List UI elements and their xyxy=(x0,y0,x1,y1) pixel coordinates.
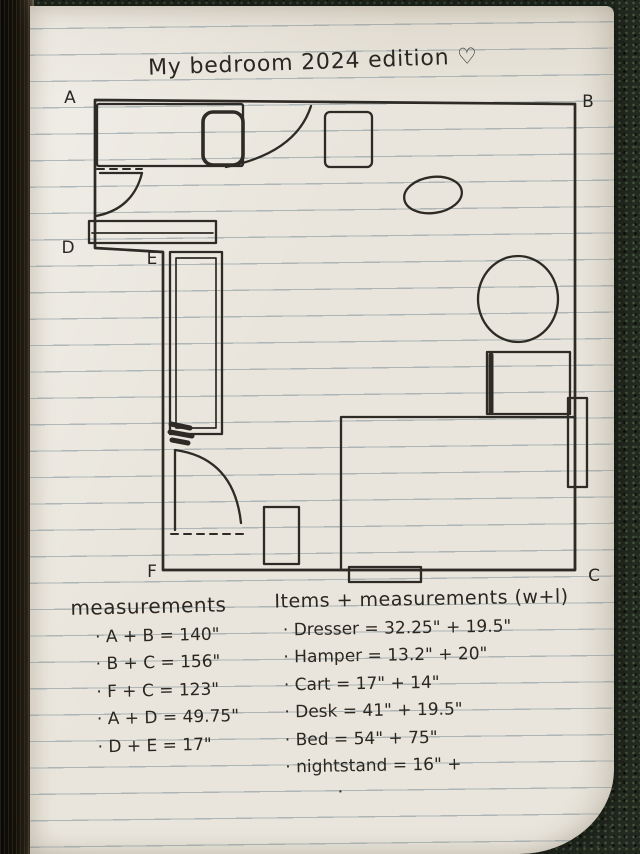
corner-label-d: D xyxy=(61,238,75,258)
floor-mat xyxy=(347,565,423,584)
door-swing-top-left xyxy=(94,171,144,218)
measurement-item: · A + B = 140" xyxy=(94,624,220,648)
notebook-page: My bedroom 2024 edition ♡ xyxy=(30,6,614,854)
measurements-heading: measurements xyxy=(70,592,227,620)
small-bin xyxy=(262,505,301,566)
measurement-item: · F + C = 123" xyxy=(96,679,220,703)
desk-inner-line xyxy=(175,257,217,429)
measurements-section: measurements · A + B = 140" · B + C = 15… xyxy=(70,592,240,762)
door-swing-lower xyxy=(173,448,243,525)
corner-label-e: E xyxy=(146,249,158,269)
desk xyxy=(168,250,224,436)
shelf xyxy=(87,219,218,245)
nightstand xyxy=(485,350,572,416)
wall-fixture xyxy=(566,396,589,489)
corner-label-b: B xyxy=(582,92,594,112)
items-heading: Items + measurements (w+l) xyxy=(274,585,569,613)
hamper xyxy=(323,110,374,169)
measurement-item: · D + E = 17" xyxy=(97,734,212,757)
desk-scribble xyxy=(167,421,195,446)
notebook-spine-edge xyxy=(0,0,34,854)
measurement-item: · B + C = 156" xyxy=(95,651,221,675)
door-swing-closet xyxy=(224,104,313,169)
items-section: Items + measurements (w+l) · Dresser = 3… xyxy=(274,585,572,797)
bed xyxy=(339,415,577,572)
floorplan-drawing xyxy=(87,98,589,584)
corner-label-a: A xyxy=(64,88,76,108)
measurement-item: · A + D = 49.75" xyxy=(96,706,240,730)
cart xyxy=(403,175,463,215)
room-outline xyxy=(93,98,577,572)
corner-label-f: F xyxy=(147,562,157,582)
chair xyxy=(476,254,560,344)
pillow-box xyxy=(201,110,245,167)
corner-label-c: C xyxy=(588,566,600,586)
